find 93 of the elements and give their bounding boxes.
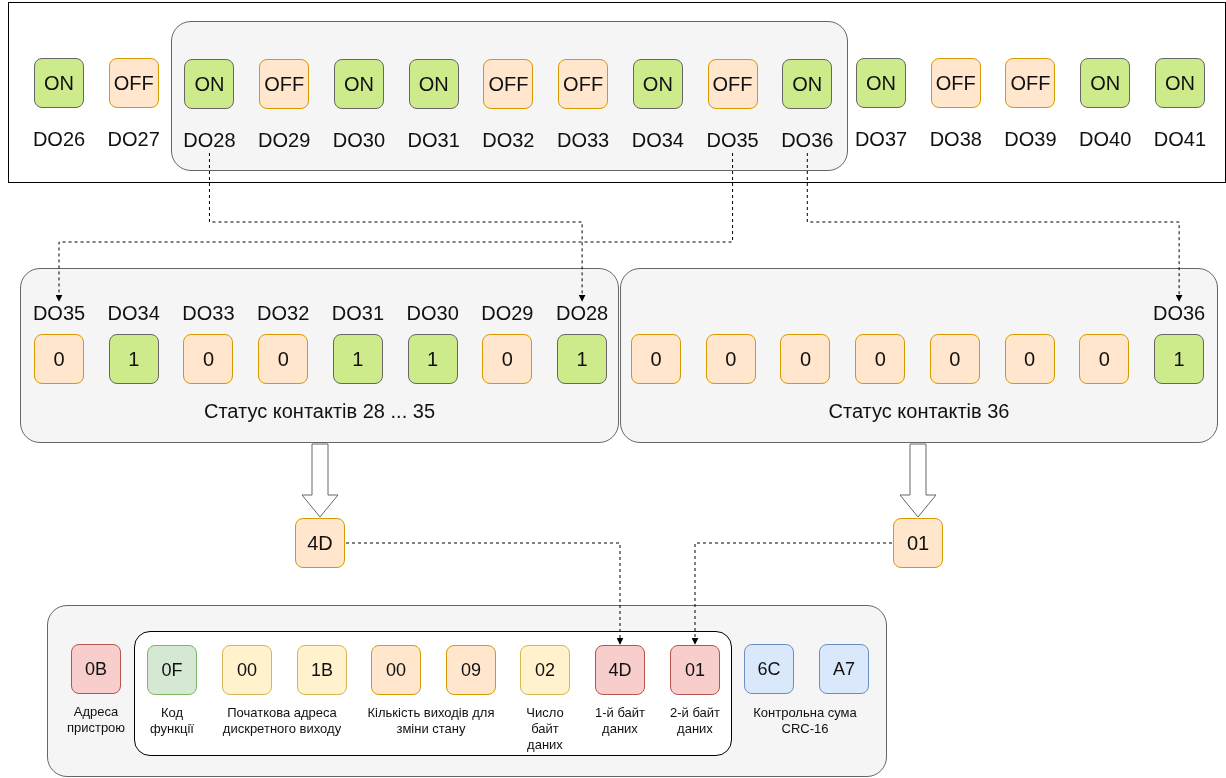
byte-box: 0B (71, 644, 121, 694)
output-label: DO27 (106, 128, 161, 150)
output-label: DO31 (406, 129, 461, 151)
status-box: OFF (108, 58, 159, 108)
field-caption: Контрольна сума CRC-16 (752, 705, 858, 737)
byte-box: 00 (371, 645, 421, 695)
bit-box: 1 (557, 334, 608, 384)
byte-box: 02 (520, 645, 570, 695)
output-label: DO34 (630, 129, 685, 151)
outer-frame (8, 2, 1226, 183)
bit-box: 0 (631, 334, 681, 384)
status-box: OFF (558, 59, 609, 109)
dashed-arrow (691, 542, 893, 645)
panel (620, 268, 1218, 443)
status-box: ON (1154, 58, 1205, 108)
field-caption: 2-й байт даних (669, 705, 721, 737)
field-caption: Число байт даних (525, 705, 565, 753)
byte-box: 01 (670, 645, 720, 695)
bit-box: 0 (183, 334, 234, 384)
status-box: OFF (707, 59, 758, 109)
bit-box: 0 (34, 334, 84, 384)
byte-box: 1B (297, 645, 347, 695)
bit-box: 0 (929, 334, 980, 384)
panel-caption: Статус контактів 28 ... 35 (203, 400, 436, 423)
dashed-arrow (806, 152, 1183, 302)
status-box: OFF (483, 59, 534, 109)
output-label: DO40 (1078, 128, 1133, 150)
bit-box: 0 (1004, 334, 1055, 384)
output-label: DO35 (705, 129, 760, 151)
bit-box: 1 (332, 334, 383, 384)
bit-box: 0 (258, 334, 309, 384)
output-label: DO29 (480, 302, 535, 324)
output-label: DO32 (481, 129, 536, 151)
field-caption: Кількість виходів для зміни стану (366, 705, 496, 737)
output-label: DO30 (331, 129, 387, 151)
byte-box: 6C (744, 644, 794, 694)
field-caption: 1-й байт даних (594, 705, 646, 737)
status-box: OFF (259, 59, 310, 109)
status-box: ON (1080, 58, 1131, 108)
group-frame (171, 21, 848, 171)
field-caption: Код функції (149, 705, 195, 737)
block-arrow (301, 443, 339, 518)
group-frame (47, 605, 887, 777)
status-box: ON (34, 58, 84, 108)
status-box: ON (333, 59, 384, 109)
output-label: DO36 (780, 129, 835, 151)
byte-box: 4D (295, 518, 345, 568)
output-label: DO38 (928, 128, 983, 150)
byte-box: 09 (446, 645, 496, 695)
output-label: DO39 (1003, 128, 1058, 150)
dashed-arrow (345, 542, 624, 645)
output-label: DO34 (106, 302, 161, 324)
bit-box: 0 (1079, 334, 1130, 384)
status-box: ON (408, 59, 459, 109)
status-box: ON (782, 59, 833, 109)
block-arrow (899, 443, 937, 518)
panel (20, 268, 619, 443)
status-box: ON (184, 59, 235, 109)
output-label: DO28 (182, 129, 237, 151)
output-label: DO33 (181, 302, 236, 324)
output-label: DO30 (405, 302, 460, 324)
output-label: DO33 (556, 129, 611, 151)
output-label: DO31 (330, 302, 386, 324)
group-frame (134, 631, 732, 756)
output-label: DO29 (257, 129, 312, 151)
output-label: DO36 (1152, 302, 1207, 324)
bit-box: 1 (108, 334, 159, 384)
bit-box: 0 (780, 334, 831, 384)
panel-caption: Статус контактів 36 (827, 400, 1011, 423)
output-label: DO35 (31, 302, 87, 324)
bit-box: 1 (1154, 334, 1205, 384)
bit-box: 0 (705, 334, 756, 384)
status-box: ON (632, 59, 683, 109)
dashed-arrow (55, 152, 734, 302)
byte-box: 0F (147, 645, 197, 695)
field-caption: Початкова адреса дискретного виходу (221, 705, 343, 737)
output-label: DO32 (256, 302, 311, 324)
output-label: DO41 (1152, 128, 1208, 150)
status-box: ON (856, 58, 906, 108)
status-box: OFF (1005, 58, 1056, 108)
bit-box: 1 (407, 334, 458, 384)
bit-box: 0 (855, 334, 906, 384)
byte-box: A7 (819, 644, 869, 694)
status-box: OFF (930, 58, 981, 108)
output-label: DO26 (31, 128, 87, 150)
output-label: DO28 (555, 302, 610, 324)
byte-box: 01 (893, 518, 943, 568)
bit-box: 0 (482, 334, 533, 384)
dashed-arrow (208, 152, 586, 302)
byte-box: 00 (222, 645, 272, 695)
output-label: DO37 (853, 128, 909, 150)
field-caption: Адреса пристрою (65, 704, 127, 736)
byte-box: 4D (595, 645, 645, 695)
